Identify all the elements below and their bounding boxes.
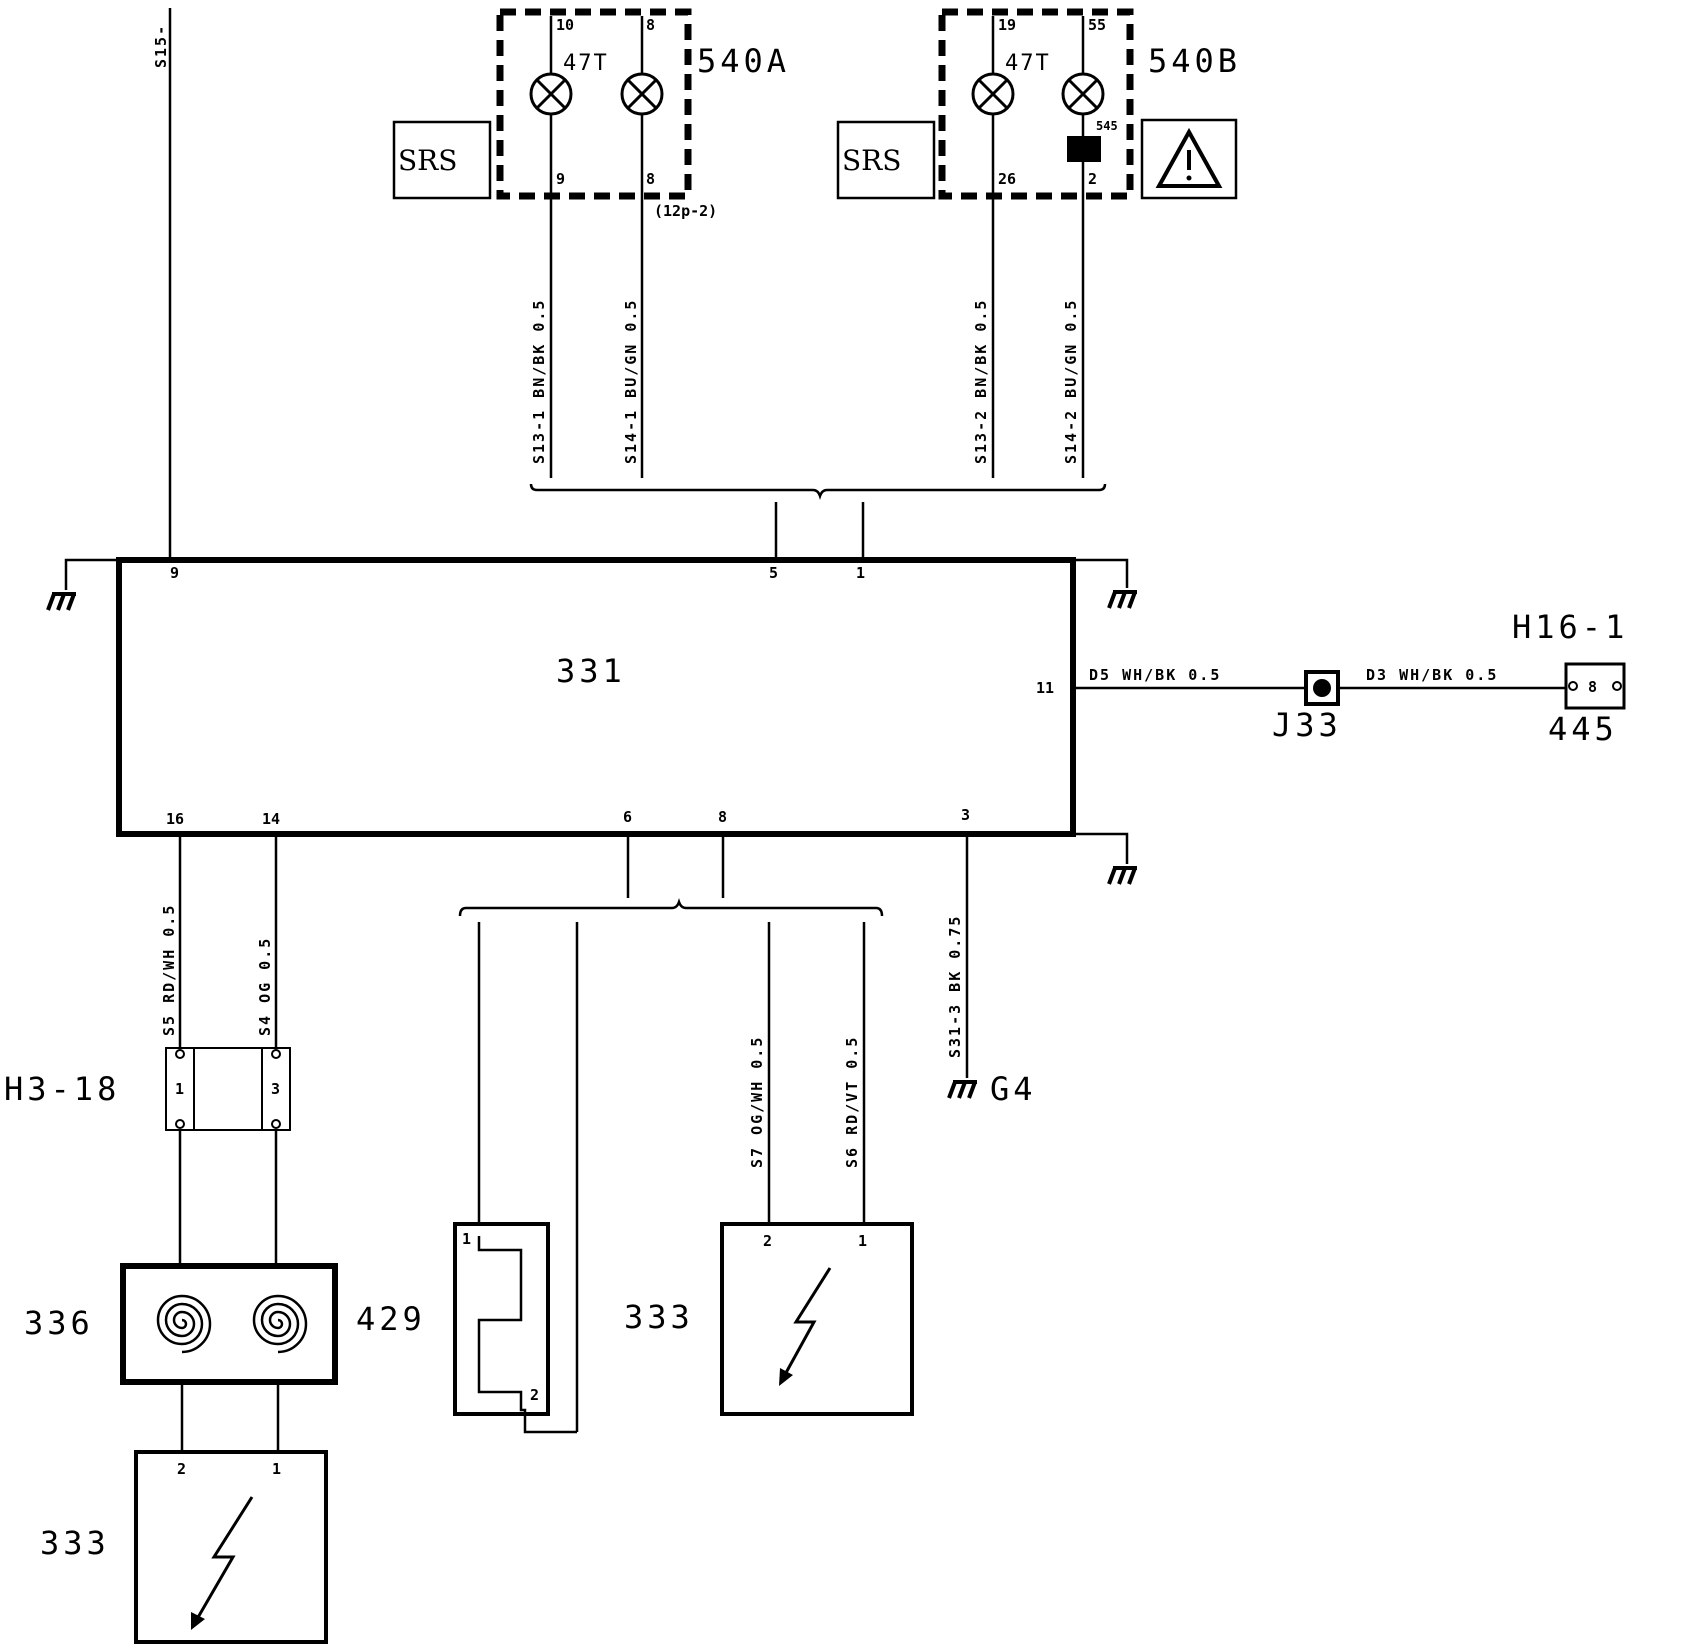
wire-s31-3: S31-3 BK 0.75 [946,834,969,1078]
pin-540b-tl: 19 [998,16,1016,34]
pin-540a-tl: 10 [556,16,574,34]
lamp-540b-rating: 47T [1005,51,1051,76]
wire-s7: S7 OG/WH 0.5 [748,922,771,1224]
ecu-pin-1: 1 [856,564,865,582]
connector-h3-18-label: H3-18 [4,1070,120,1108]
sensor-333-bottom-label: 333 [40,1524,110,1562]
ecu-pin-6: 6 [623,808,632,826]
lamp-module-540b-label: 540B [1148,42,1241,80]
ground-symbol-icon [1073,832,1139,886]
wire-s14-1: S14-1 BU/GN 0.5 [622,196,644,478]
wire-s5-label: S5 RD/WH 0.5 [160,904,178,1036]
lamp-cross-icon [620,72,664,116]
ecu-331-box [116,557,1076,837]
pin-540a-tr: 8 [646,16,655,34]
sensor-bottom-pin-1: 1 [272,1460,281,1478]
wire-s4-label: S4 OG 0.5 [256,937,274,1036]
heater-429-label: 429 [356,1300,426,1338]
pin-540a-bl: 9 [556,170,565,188]
wire-s31-3-label: S31-3 BK 0.75 [946,915,964,1058]
heater-429-pin-2: 2 [530,1386,539,1404]
sensor-mid-pin-1: 1 [858,1232,867,1250]
connector-note-12p2: (12p-2) [654,202,717,220]
wire-s14-1-label: S14-1 BU/GN 0.5 [622,299,640,464]
lamp-module-540a: SRS 10 8 9 8 47T 540A (12p-2) [392,8,790,220]
connector-445: 8 H16-1 445 [1512,608,1628,748]
connector-h16-1-label: H16-1 [1512,608,1628,646]
connector-h3-pin-1: 1 [175,1080,184,1098]
ecu-331: 331 9 5 1 11 16 14 6 8 3 [116,557,1076,837]
wire-d3-label: D3 WH/BK 0.5 [1366,666,1498,684]
ecu-pin-9: 9 [170,564,179,582]
warning-triangle-icon [1140,118,1238,200]
spiral-coil-icon [252,1294,308,1354]
wire-s14-2-label: S14-2 BU/GN 0.5 [1062,299,1080,464]
wire-s13-2: S13-2 BN/BK 0.5 [972,196,995,478]
sensor-mid-pin-2: 2 [763,1232,772,1250]
srs-label-a: SRS [398,144,457,177]
ground-g4: G4 [947,1070,1037,1108]
heater-429-pin-1: 1 [462,1230,471,1248]
wire-s14-2: S14-2 BU/GN 0.5 [1062,196,1085,478]
connector-445-pin: 8 [1588,678,1597,696]
wire-s7-label: S7 OG/WH 0.5 [748,1036,766,1168]
lamp-module-540b: SRS 545 19 55 26 2 47T 540B [836,8,1241,200]
ground-symbol-icon [46,558,119,612]
junction-j33-label: J33 [1272,706,1342,744]
srs-box-a [392,120,492,200]
lamp-cross-icon [1061,72,1105,116]
junction-j33: J33 [1272,670,1342,744]
ecu-pin-8: 8 [718,808,727,826]
lamp-cross-icon [971,72,1015,116]
ecu-pin-3: 3 [961,806,970,824]
ground-g4-label: G4 [990,1070,1037,1108]
sensor-333-mid-label: 333 [624,1298,694,1336]
wire-s13-1-label: S13-1 BN/BK 0.5 [530,299,548,464]
srs-label-b: SRS [842,144,901,177]
wire-d5: D5 WH/BK 0.5 [1073,666,1306,690]
lamp-module-540a-frame [496,8,692,200]
wire-s15: S15- [152,8,172,560]
sensor-bottom-pin-2: 2 [177,1460,186,1478]
wire-d3: D3 WH/BK 0.5 [1338,666,1566,690]
connector-h3-pin-3: 3 [271,1080,280,1098]
ground-symbol-icon [947,1080,979,1100]
wire-s6-label: S6 RD/VT 0.5 [843,1036,861,1168]
pin-540b-br: 2 [1088,170,1097,188]
sensor-333-mid: 2 1 333 [624,1222,914,1416]
ecu-pin-14: 14 [262,810,280,828]
wire-s15-label: S15- [152,24,170,68]
sensor-333-bottom: 2 1 333 [40,1450,328,1644]
diode-545-block [1067,136,1101,162]
pin-540a-br: 8 [646,170,655,188]
bundle-bracket-top [529,483,1107,500]
ecu-331-label: 331 [556,652,626,690]
wire-d5-label: D5 WH/BK 0.5 [1089,666,1221,684]
ground-symbol-icon [1073,558,1139,610]
lamp-module-540a-label: 540A [697,42,790,80]
lamp-module-540b-frame [938,8,1134,200]
srs-box-b [836,120,936,200]
lamp-540a-rating: 47T [563,51,609,76]
connector-h3-18: 1 3 H3-18 [4,1047,291,1131]
wire-s13-1: S13-1 BN/BK 0.5 [530,196,553,478]
connector-445-label: 445 [1548,710,1618,748]
coil-pack-336-label: 336 [24,1304,94,1342]
spiral-coil-icon [156,1294,212,1354]
wire-s6: S6 RD/VT 0.5 [843,922,866,1224]
ecu-pin-5: 5 [769,564,778,582]
heater-429: 1 2 429 [356,1222,577,1434]
pin-540b-tr: 55 [1088,16,1106,34]
ecu-pin-11: 11 [1036,679,1054,697]
diode-545-label: 545 [1096,119,1118,133]
coil-pack-336: 336 [24,1263,338,1385]
ecu-pin-16: 16 [166,810,184,828]
lamp-cross-icon [529,72,573,116]
pin-540b-bl: 26 [998,170,1016,188]
wire-s13-2-label: S13-2 BN/BK 0.5 [972,299,990,464]
bundle-bracket-bottom [458,898,884,917]
